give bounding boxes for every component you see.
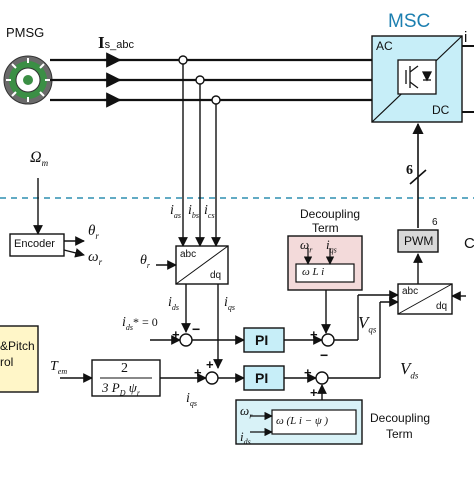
abc-dq-transform — [156, 245, 229, 369]
right-edge-top-label: i — [464, 29, 468, 46]
t-em-label: Tem — [50, 359, 68, 376]
stator-current-label: Is_abc — [98, 33, 134, 52]
msc-ac-label: AC — [376, 39, 393, 53]
igbt-diode-icon — [397, 59, 437, 95]
omega-m-label: Ωm — [30, 149, 49, 169]
sum2-left-sign: + — [310, 327, 318, 342]
pitch-control-label-2: rol — [0, 355, 14, 369]
i-ds-feedback-label: ids — [168, 295, 180, 312]
current-taps — [178, 55, 221, 247]
gain-block — [91, 359, 161, 397]
pi-upper-label: PI — [255, 332, 269, 348]
decoupling-upper-block — [287, 235, 363, 291]
sum1-top-sign: − — [192, 321, 201, 337]
i-qs-feedback-label: iqs — [224, 295, 236, 312]
omega-r-output-label: ωr — [88, 249, 103, 267]
v-qs-label: Vqs — [358, 313, 377, 335]
three-phase-lines — [50, 52, 372, 108]
decoupling-upper-in-iqs: iqs — [326, 237, 337, 255]
theta-r-input-label: θr — [140, 253, 151, 270]
dq-abc-transform — [397, 283, 453, 315]
pwm-label: PWM — [404, 234, 434, 248]
decoupling-lower-in-ids: ids — [240, 429, 251, 447]
decoupling-lower-in-omega: ωr — [240, 403, 253, 421]
pmsg-label: PMSG — [6, 25, 45, 40]
decoupling-lower-block — [235, 399, 363, 445]
encoder-label: Encoder — [14, 238, 55, 250]
decoupling-upper-title-2: Term — [312, 221, 339, 235]
i-as-label: ias — [170, 203, 182, 220]
gain-numerator: 2 — [121, 361, 128, 376]
pitch-control-block — [0, 325, 39, 393]
decoupling-upper-expression: ω L i — [302, 266, 325, 278]
i-ds-reference-label: ids* = 0 — [122, 315, 158, 332]
gate-bus-count: 6 — [406, 163, 413, 178]
v-ds-label: Vds — [400, 359, 419, 381]
msc-title: MSC — [388, 11, 431, 32]
sum4-bottom-sign: + — [310, 385, 318, 400]
i-cs-label: ics — [204, 203, 215, 220]
dq-abc-top-label: abc — [402, 286, 419, 297]
decoupling-upper-title-1: Decoupling — [300, 207, 361, 221]
pi-lower-label: PI — [255, 370, 269, 386]
msc-dc-label: DC — [432, 103, 450, 117]
pitch-control-label-1: &Pitch — [0, 339, 35, 353]
gate-bus — [409, 122, 427, 228]
gain-denominator: 3 PD ψr — [102, 380, 140, 398]
decoupling-lower-title-2: Term — [386, 427, 413, 441]
pi-lower-block — [243, 365, 285, 391]
pi-upper-block — [243, 327, 285, 353]
pmsg-machine-icon — [3, 55, 53, 105]
sum4-left-sign: + — [304, 365, 312, 380]
summing-junctions — [179, 333, 335, 385]
msc-converter — [371, 35, 474, 123]
dq-abc-bottom-label: dq — [436, 301, 448, 312]
sum3-left-sign: + — [194, 365, 202, 380]
i-bs-label: ibs — [188, 203, 200, 220]
right-edge-mid-label: C — [464, 235, 474, 252]
sum3-top-sign: + — [206, 357, 214, 372]
sum1-left-sign: + — [172, 327, 180, 342]
abc-dq-top-label: abc — [180, 249, 197, 260]
decoupling-upper-in-omega: ωr — [300, 237, 313, 255]
decoupling-lower-expression: ω (L i − ψ ) — [276, 415, 329, 427]
pwm-count-label: 6 — [432, 217, 438, 228]
abc-dq-bottom-label: dq — [210, 270, 222, 281]
i-qs-reference-label: iqs — [186, 391, 198, 408]
pwm-block — [397, 229, 439, 253]
theta-r-output-label: θr — [88, 223, 99, 241]
encoder-block — [9, 178, 85, 258]
sum2-bottom-sign: − — [320, 347, 329, 363]
decoupling-lower-title-1: Decoupling — [370, 411, 431, 425]
